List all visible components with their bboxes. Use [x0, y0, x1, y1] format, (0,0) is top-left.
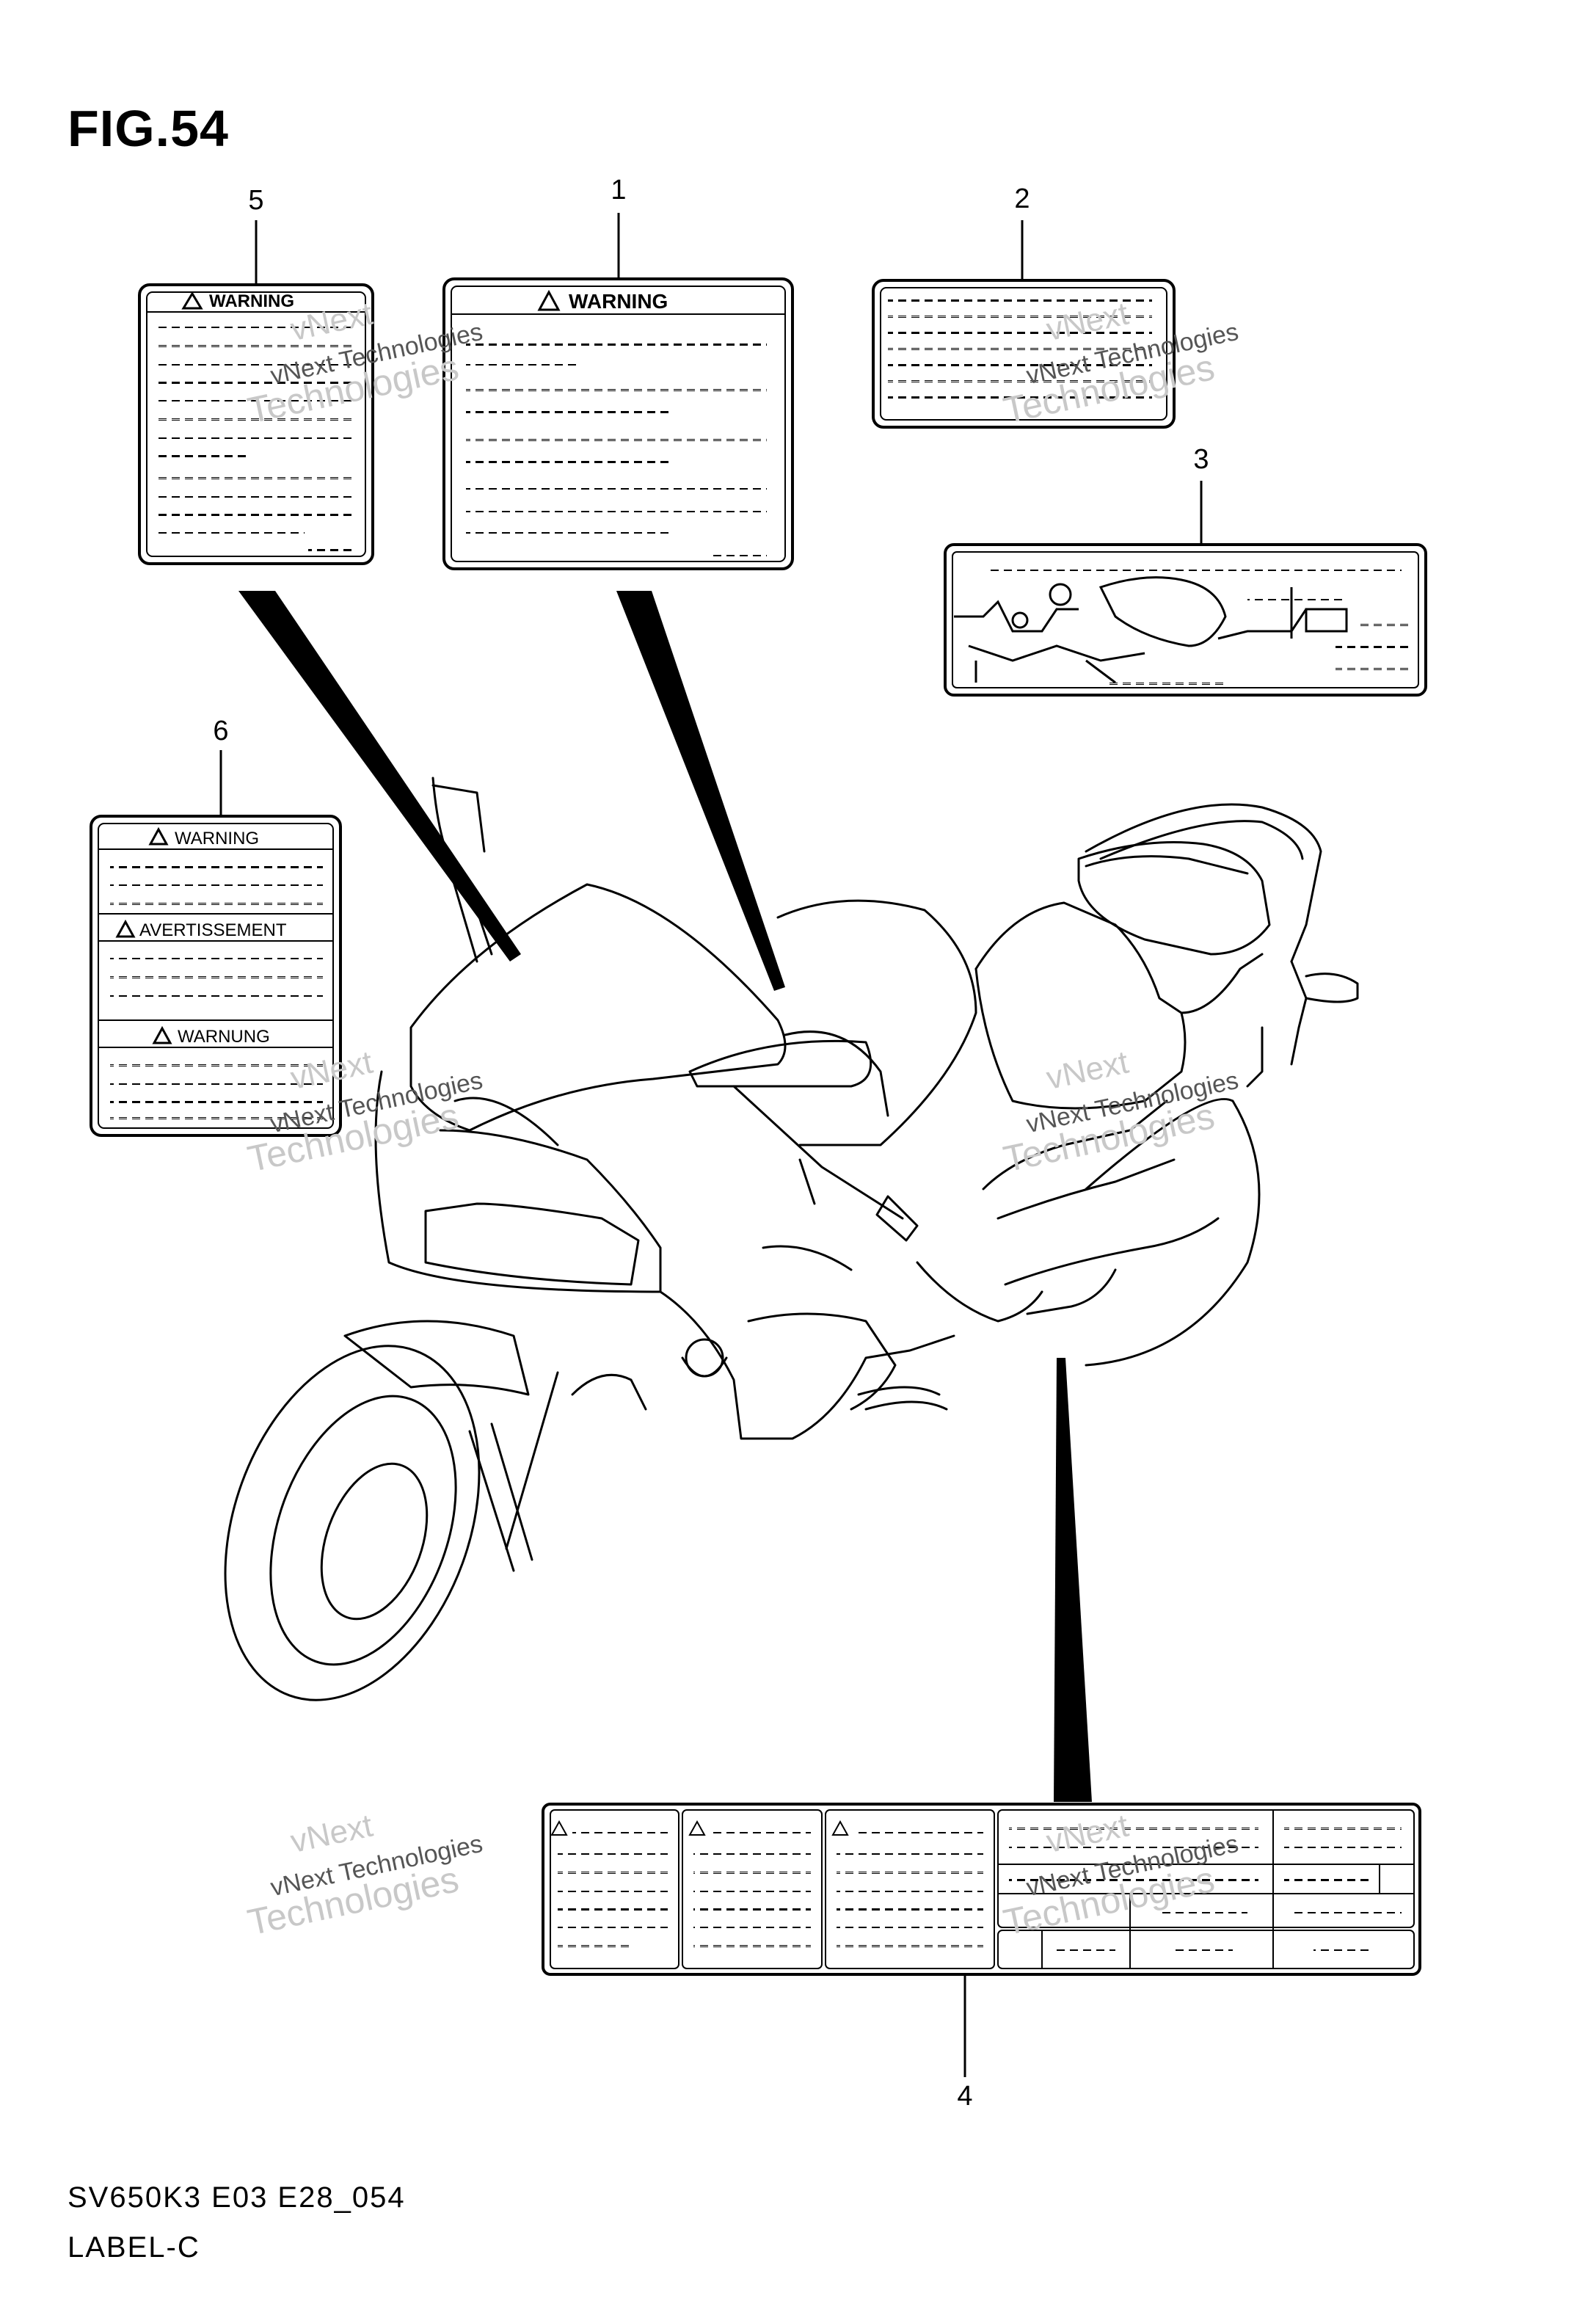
- callout-6: 6: [213, 716, 229, 746]
- label6-heading-fr: AVERTISSEMENT: [139, 920, 287, 940]
- label-2: [872, 279, 1176, 429]
- label1-text-lines: [466, 343, 767, 556]
- warning-triangle-icon: [152, 1025, 172, 1044]
- label5-text-lines: [158, 327, 354, 551]
- warning-triangle-icon: [148, 826, 169, 846]
- label4-text-lines: [558, 1828, 1402, 1951]
- pointer-wedges: [238, 591, 1092, 1802]
- footer-group-name: LABEL-C: [68, 2231, 200, 2264]
- label-4: [542, 1803, 1421, 1976]
- motorcycle-illustration: [224, 777, 1359, 1701]
- warning-triangle-icon: [181, 291, 203, 310]
- warning-triangle-icon: [115, 919, 136, 938]
- callout-5: 5: [248, 185, 264, 216]
- footer-model-code: SV650K3 E03 E28_054: [68, 2181, 406, 2214]
- warning-triangle-icon: [831, 1820, 849, 1836]
- leader-lines: [219, 213, 1203, 2077]
- callout-4: 4: [957, 2081, 973, 2112]
- label6-heading-en: WARNING: [175, 829, 259, 848]
- label-1: WARNING: [442, 277, 794, 570]
- label1-heading: WARNING: [569, 290, 668, 313]
- label-6: WARNING AVERTISSEMENT WARNUNG: [90, 815, 342, 1137]
- label3-text-lines: [1108, 598, 1413, 685]
- warning-triangle-icon: [550, 1820, 568, 1836]
- label-3: [944, 543, 1427, 697]
- callout-1: 1: [611, 175, 627, 206]
- callout-2: 2: [1014, 183, 1030, 214]
- svg-text:vNext: vNext: [288, 1808, 376, 1860]
- warning-triangle-icon: [688, 1820, 706, 1836]
- warning-triangle-icon: [537, 289, 561, 311]
- label2-text-lines: [888, 299, 1152, 399]
- label6-heading-de: WARNUNG: [178, 1027, 270, 1047]
- svg-text:vNext: vNext: [1043, 1044, 1132, 1097]
- label5-heading: WARNING: [209, 291, 294, 311]
- emission-hose-schematic: [954, 569, 1402, 684]
- label-5: WARNING: [138, 283, 374, 565]
- figure-title: FIG.54: [68, 100, 229, 157]
- callout-3: 3: [1193, 444, 1209, 475]
